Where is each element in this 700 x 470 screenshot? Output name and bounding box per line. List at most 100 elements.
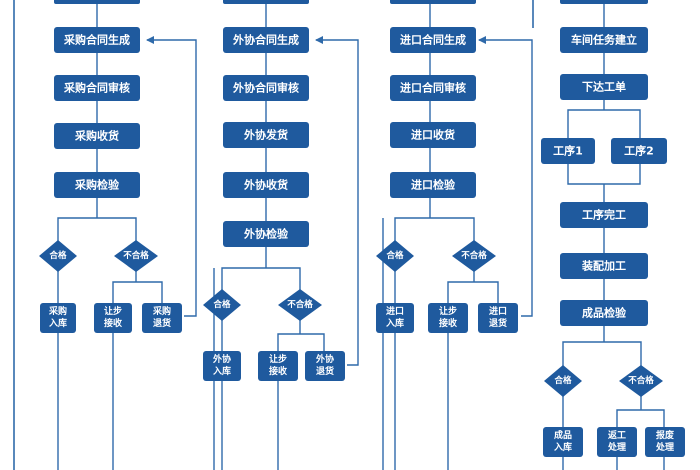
outsource-split <box>221 267 301 292</box>
import-review-label: 进口合同审核 <box>400 81 466 95</box>
lane-production: 车间任务建立 下达工单 工序1 工序2 工序完工 装配加工 成品检验 合格 <box>541 27 685 457</box>
outsource-concession-label-1: 让步 <box>269 353 287 365</box>
import-inspect-node[interactable]: 进口检验 <box>390 172 476 198</box>
purchase-concession-node[interactable]: 让步 接收 <box>94 303 132 333</box>
outsource-concession-label-2: 接收 <box>269 365 287 377</box>
purchase-create-label: 采购合同生成 <box>63 33 130 47</box>
production-fail-split <box>616 409 665 428</box>
purchase-receive-label: 采购收货 <box>74 129 119 143</box>
production-pass-diamond[interactable]: 合格 <box>544 365 582 397</box>
top-cutoff-boxes <box>54 0 648 4</box>
production-order-label: 下达工单 <box>582 80 626 94</box>
outsource-top-box <box>223 0 309 4</box>
production-task-label: 车间任务建立 <box>571 33 637 47</box>
production-scrap-label-2: 处理 <box>655 441 674 453</box>
purchase-return-label-1: 采购 <box>152 305 171 317</box>
outsource-return-node[interactable]: 外协 退货 <box>305 351 345 381</box>
outsource-concession-node[interactable]: 让步 接收 <box>258 351 298 381</box>
production-step2-node[interactable]: 工序2 <box>611 138 667 164</box>
production-stockin-label-1: 成品 <box>554 429 572 441</box>
lane-outsource: 外协合同生成 外协合同审核 外协发货 外协收货 外协检验 合格 不合格 外协 <box>203 27 345 381</box>
purchase-fail-label: 不合格 <box>123 250 149 261</box>
production-rework-label-1: 返工 <box>608 429 626 441</box>
purchase-review-label: 采购合同审核 <box>63 81 130 95</box>
outsource-ship-node[interactable]: 外协发货 <box>223 122 309 148</box>
outsource-pass-diamond[interactable]: 合格 <box>203 289 241 321</box>
outsource-inspect-node[interactable]: 外协检验 <box>223 221 309 247</box>
purchase-return-loop <box>146 36 197 317</box>
purchase-fail-diamond[interactable]: 不合格 <box>114 240 158 272</box>
purchase-stockin-label-2: 入库 <box>48 317 67 329</box>
production-step-join <box>567 164 641 185</box>
import-stockin-label-2: 入库 <box>385 317 404 329</box>
production-task-node[interactable]: 车间任务建立 <box>560 27 648 53</box>
production-step-split <box>567 109 641 138</box>
import-return-label-1: 进口 <box>489 305 507 317</box>
production-step1-node[interactable]: 工序1 <box>541 138 595 164</box>
purchase-receive-node[interactable]: 采购收货 <box>54 123 140 149</box>
lane-purchase: 采购合同生成 采购合同审核 采购收货 采购检验 合格 不合格 采购 入库 <box>39 27 182 333</box>
import-review-node[interactable]: 进口合同审核 <box>390 75 476 101</box>
outsource-fail-diamond[interactable]: 不合格 <box>278 289 322 321</box>
import-split <box>394 217 475 242</box>
production-fail-diamond[interactable]: 不合格 <box>619 365 663 397</box>
production-fail-label: 不合格 <box>628 375 654 386</box>
purchase-pass-label: 合格 <box>48 250 67 261</box>
production-scrap-label-1: 报废 <box>656 429 674 441</box>
outsource-review-node[interactable]: 外协合同审核 <box>223 75 309 101</box>
import-concession-label-2: 接收 <box>439 317 457 329</box>
purchase-stockin-label-1: 采购 <box>48 305 67 317</box>
import-receive-node[interactable]: 进口收货 <box>390 122 476 148</box>
import-fail-label: 不合格 <box>461 250 487 261</box>
import-stockin-node[interactable]: 进口 入库 <box>376 303 414 333</box>
production-order-node[interactable]: 下达工单 <box>560 74 648 100</box>
import-return-loop <box>478 36 533 317</box>
import-create-node[interactable]: 进口合同生成 <box>390 27 476 53</box>
production-assembly-label: 装配加工 <box>581 259 626 273</box>
purchase-inspect-node[interactable]: 采购检验 <box>54 172 140 198</box>
production-stockin-node[interactable]: 成品 入库 <box>543 427 583 457</box>
import-fail-diamond[interactable]: 不合格 <box>452 240 496 272</box>
import-concession-node[interactable]: 让步 接收 <box>428 303 468 333</box>
lane-import: 进口合同生成 进口合同审核 进口收货 进口检验 合格 不合格 进口 入库 <box>376 27 518 333</box>
outsource-receive-node[interactable]: 外协收货 <box>223 172 309 198</box>
purchase-split <box>57 217 137 252</box>
outsource-fail-label: 不合格 <box>287 299 313 310</box>
production-top-box <box>560 0 648 4</box>
production-assembly-node[interactable]: 装配加工 <box>560 253 648 279</box>
purchase-review-node[interactable]: 采购合同审核 <box>54 75 140 101</box>
outsource-stockin-label-2: 入库 <box>212 365 231 377</box>
production-step1-label: 工序1 <box>553 144 583 158</box>
import-return-label-2: 退货 <box>489 317 507 329</box>
import-pass-diamond[interactable]: 合格 <box>376 240 414 272</box>
production-final-inspect-label: 成品检验 <box>582 306 627 320</box>
production-stepdone-node[interactable]: 工序完工 <box>560 202 648 228</box>
purchase-return-node[interactable]: 采购 退货 <box>142 303 182 333</box>
purchase-fail-split <box>112 281 163 304</box>
purchase-concession-label-1: 让步 <box>104 305 122 317</box>
outsource-fail-split <box>277 333 325 352</box>
outsource-inspect-label: 外协检验 <box>243 227 289 241</box>
production-pass-label: 合格 <box>553 375 572 386</box>
purchase-stockin-node[interactable]: 采购 入库 <box>40 303 76 333</box>
outsource-return-label-2: 退货 <box>316 365 334 377</box>
import-fail-split <box>447 281 499 304</box>
production-final-inspect-node[interactable]: 成品检验 <box>560 300 648 326</box>
production-rework-label-2: 处理 <box>607 441 626 453</box>
purchase-concession-label-2: 接收 <box>104 317 122 329</box>
import-concession-label-1: 让步 <box>439 305 457 317</box>
purchase-create-node[interactable]: 采购合同生成 <box>54 27 140 53</box>
production-split <box>562 341 642 366</box>
outsource-stockin-node[interactable]: 外协 入库 <box>203 351 241 381</box>
purchase-return-label-2: 退货 <box>153 317 171 329</box>
production-rework-node[interactable]: 返工 处理 <box>597 427 637 457</box>
outsource-receive-label: 外协收货 <box>243 178 288 192</box>
outsource-review-label: 外协合同审核 <box>232 81 299 95</box>
purchase-inspect-label: 采购检验 <box>74 178 120 192</box>
production-scrap-node[interactable]: 报废 处理 <box>645 427 685 457</box>
outsource-return-label-1: 外协 <box>315 353 334 365</box>
purchase-pass-diamond[interactable]: 合格 <box>39 240 77 272</box>
outsource-create-node[interactable]: 外协合同生成 <box>223 27 309 53</box>
import-return-node[interactable]: 进口 退货 <box>478 303 518 333</box>
